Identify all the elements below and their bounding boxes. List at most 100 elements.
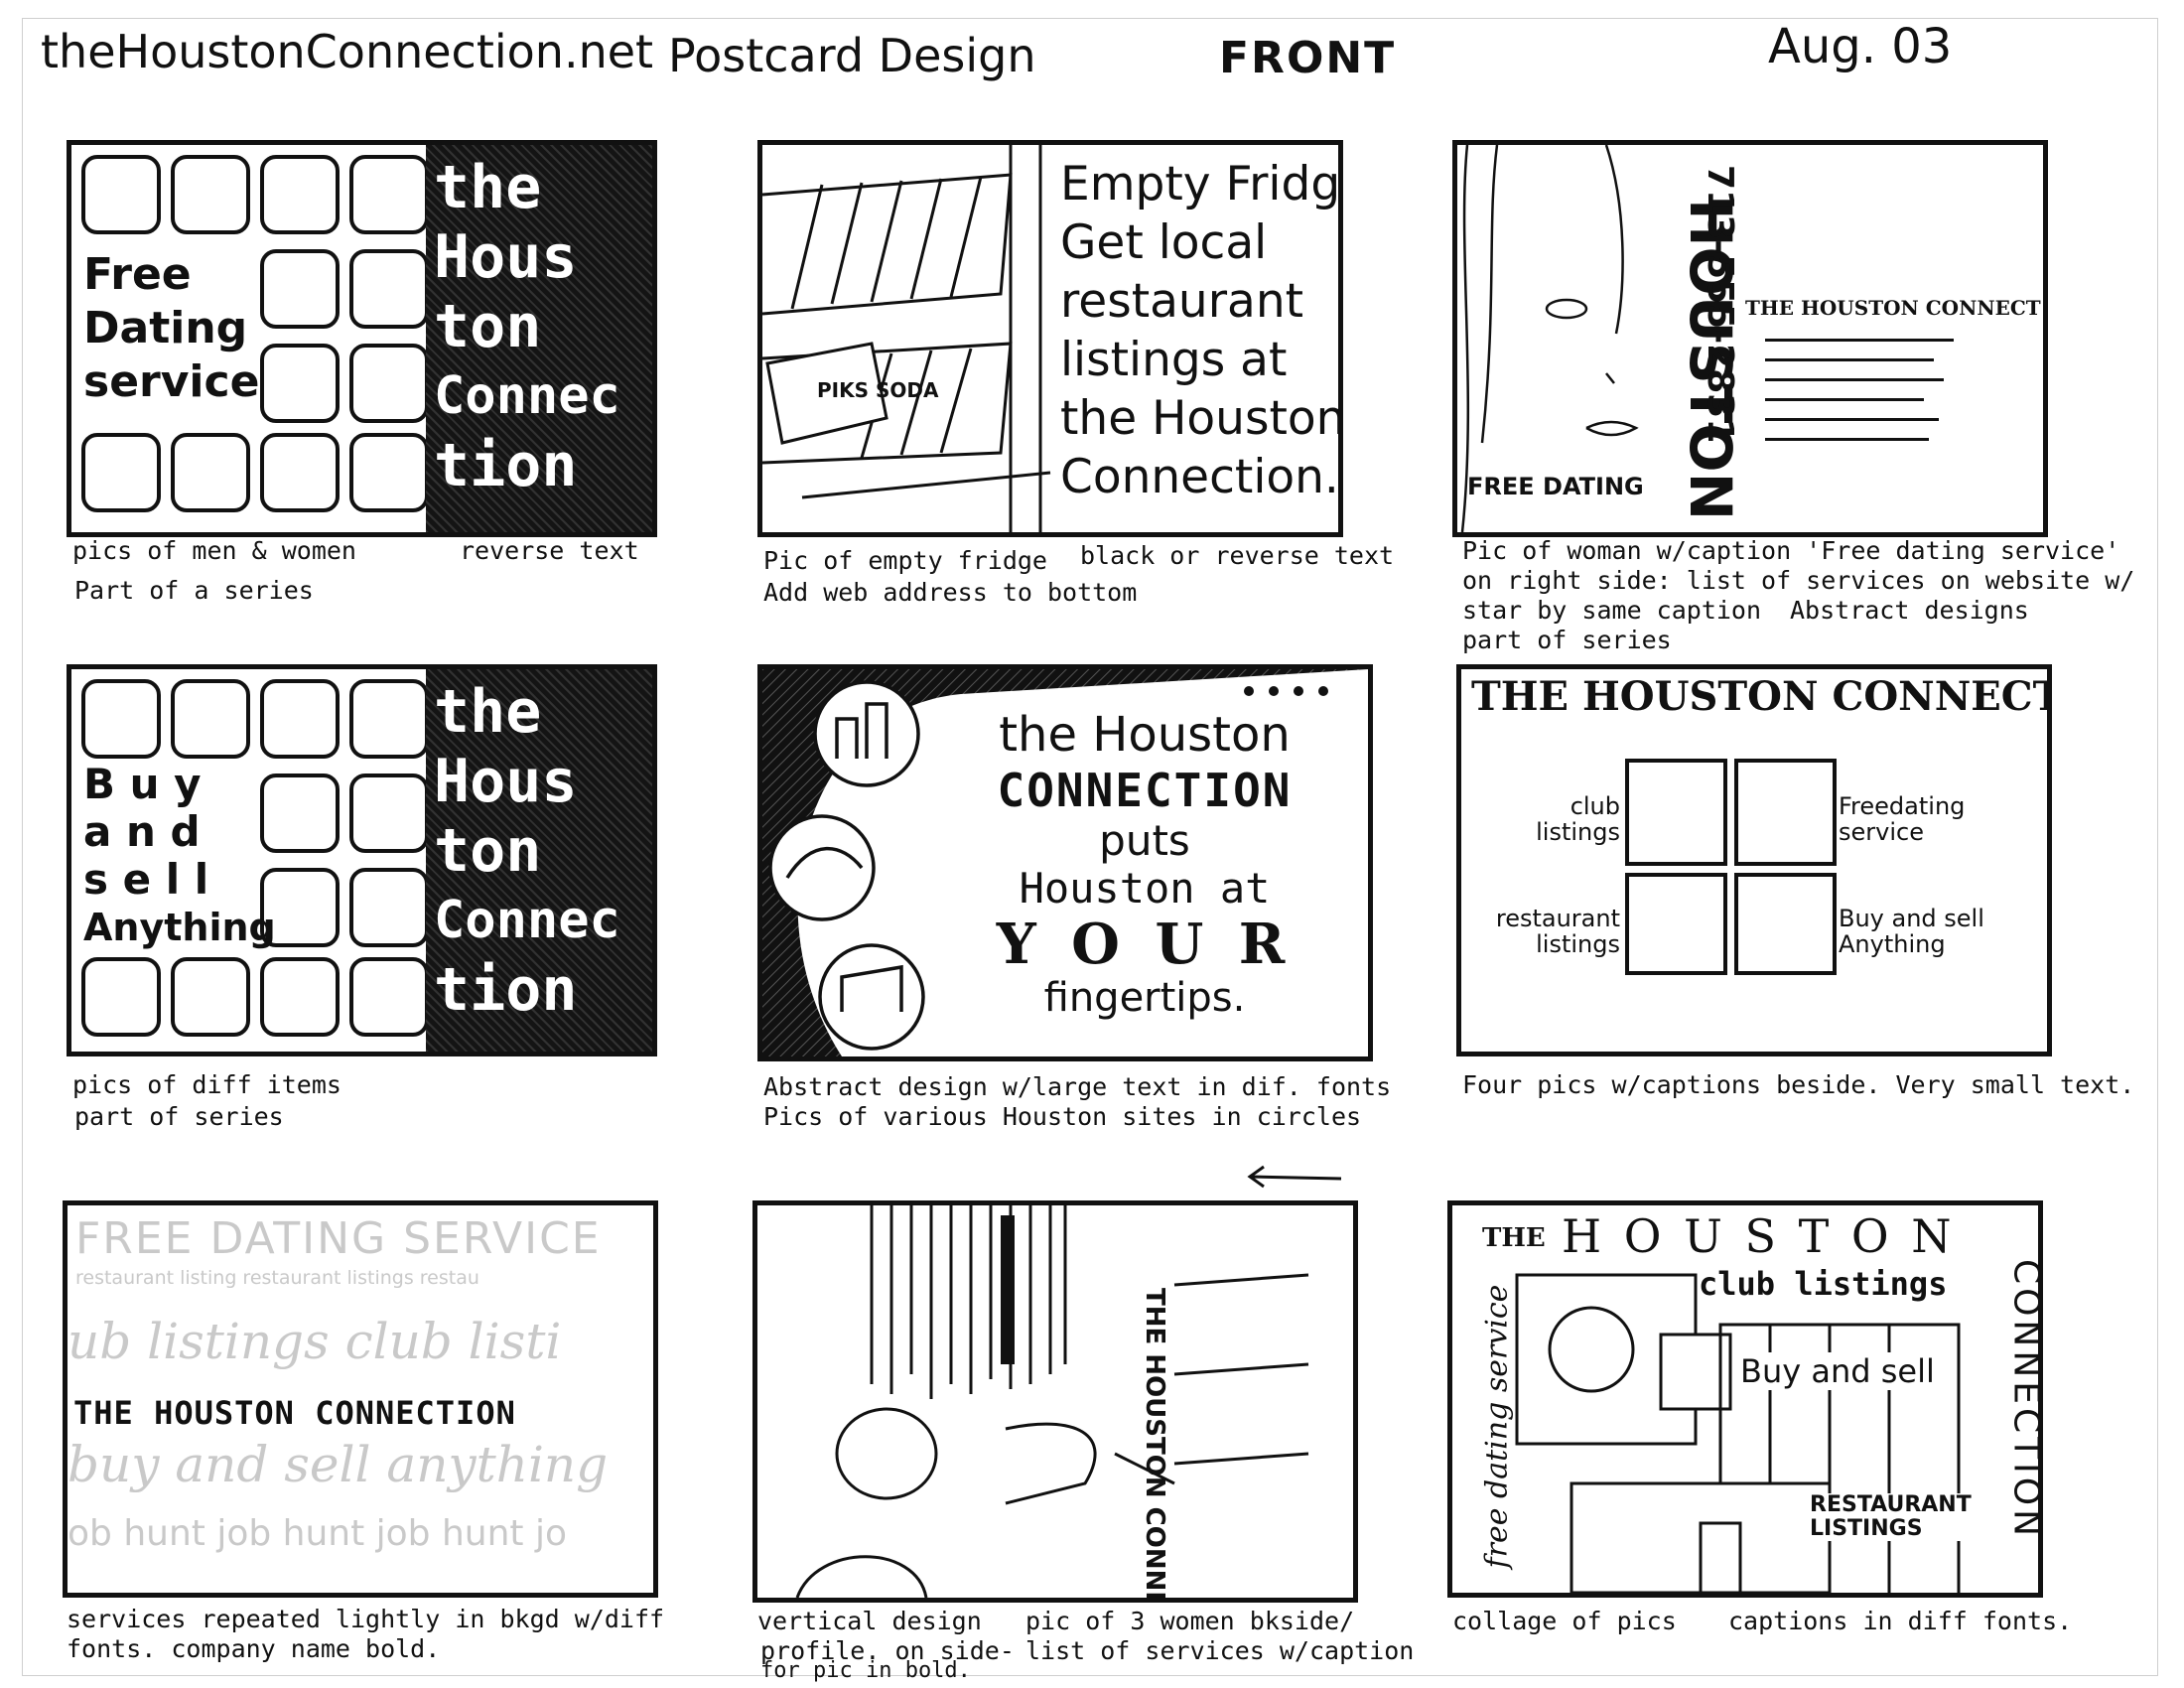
connect-heading: THE HOUSTON CONNECT — [1745, 296, 2041, 320]
sketch-3-caption-d: Abstract designs — [1790, 596, 2029, 625]
face-icon — [349, 155, 429, 234]
sketch-4-headline: B u y a n d s e l l Anything — [83, 760, 276, 950]
clock-icon — [81, 679, 161, 759]
club-listings-icon — [1625, 759, 1727, 866]
sketch-8-caption-a: vertical design — [757, 1607, 982, 1635]
woman-face-icon — [1734, 759, 1837, 866]
sketch-8-caption-c: profile. on side- — [760, 1636, 1015, 1665]
free-dating-label: FREE DATING — [1467, 473, 1644, 500]
sketch-9-frame: THE H O U S T O N club listings CONNECTI… — [1447, 1200, 2043, 1598]
sketch-1-caption-a: pics of men & women — [72, 536, 356, 565]
pants-icon — [260, 868, 340, 947]
bg-text-restaurant: restaurant listing restaurant listings r… — [75, 1267, 479, 1289]
sketch-5-caption-b: Pics of various Houston sites in circles — [763, 1102, 1362, 1131]
face-icon — [349, 249, 429, 329]
sketch-1-caption-c: Part of a series — [74, 576, 314, 605]
face-icon — [260, 249, 340, 329]
pants-icon — [171, 957, 250, 1037]
sketch-1-headline: Free Dating service — [83, 249, 260, 407]
sketch-9-caption-a: collage of pics — [1452, 1607, 1677, 1635]
sheet-side: FRONT — [1219, 33, 1397, 83]
sketch-3-caption-e: part of series — [1462, 626, 1672, 654]
club-listings-label: club listings — [1699, 1265, 1948, 1303]
sketch-1-frame: Free Dating service the Hous ton Connec … — [67, 140, 657, 537]
connection-vertical: CONNECTION — [2005, 1258, 2043, 1541]
sketch-5-text-block: the Houston CONNECTION puts Houston at Y… — [996, 707, 1294, 1021]
arrow-left-icon — [1246, 1165, 1345, 1193]
empty-fridge-drawing — [762, 145, 1051, 532]
lamp-icon — [349, 868, 429, 947]
clock-icon — [349, 774, 429, 853]
sketch-3-caption-c: star by same caption — [1462, 596, 1762, 625]
face-icon — [349, 433, 429, 512]
face-icon — [349, 344, 429, 423]
buy-sell-label: Buy and sell — [1740, 1352, 1935, 1390]
face-icon — [171, 155, 250, 234]
phone-number: 713-555-2831 — [1700, 165, 1740, 444]
sketch-6-caption: Four pics w/captions beside. Very small … — [1462, 1070, 2135, 1099]
face-icon — [260, 155, 340, 234]
tv-icon — [81, 957, 161, 1037]
sketch-8-caption-b: pic of 3 women bkside/ — [1025, 1607, 1355, 1635]
lamp-icon — [1734, 873, 1837, 975]
sketch-6-title: THE HOUSTON CONNECTION — [1471, 673, 2047, 720]
sketch-4-frame: B u y a n d s e l l Anything the Hous to… — [67, 664, 657, 1056]
bg-text-job: ob hunt job hunt job hunt jo — [68, 1513, 568, 1554]
bg-text-dating: FREE DATING SERVICE — [75, 1213, 602, 1264]
lamp-icon — [171, 679, 250, 759]
reverse-text-panel: the Hous ton Connec tion — [426, 669, 652, 1052]
vertical-company-name: THE HOUSTON CONNECTION — [1140, 1288, 1169, 1603]
face-icon — [260, 433, 340, 512]
restaurant-icon — [1625, 873, 1727, 975]
radio-icon — [260, 957, 340, 1037]
reverse-text-panel: the Hous ton Connec tion — [426, 145, 652, 532]
face-icon — [260, 344, 340, 423]
site-address: theHoustonConnection.net — [41, 25, 654, 78]
sheet-date: Aug. 03 — [1768, 19, 1953, 74]
woman-portrait — [1460, 145, 1639, 532]
face-icon — [81, 433, 161, 512]
sketch-2-caption-c: Add web address to bottom — [763, 578, 1138, 607]
sketch-8-caption-d: list of services w/caption — [1025, 1636, 1415, 1665]
company-name-bold: THE HOUSTON CONNECTION — [73, 1394, 516, 1432]
soda-label: PIKS SODA — [817, 378, 939, 402]
sketch-sheet: theHoustonConnection.net Postcard Design… — [22, 18, 2158, 1683]
sketch-3-frame: HOUSTON 713-555-2831 THE HOUSTON CONNECT… — [1452, 140, 2048, 537]
women-profile-drawing — [795, 1205, 1309, 1598]
free-dating-vertical: free dating service — [1479, 1284, 1515, 1569]
sketch-3-caption-a: Pic of woman w/caption 'Free dating serv… — [1462, 536, 2120, 565]
sketch-4-caption-a: pics of diff items — [72, 1070, 341, 1099]
restaurant-listings-label: RESTAURANT LISTINGS — [1810, 1492, 1972, 1541]
sheet-title: Postcard Design — [668, 29, 1036, 82]
sketch-2-caption-a: Pic of empty fridge — [763, 546, 1047, 575]
sketch-8-frame: THE HOUSTON CONNECTION — [752, 1200, 1358, 1603]
face-icon — [81, 155, 161, 234]
abstract-hatched-background — [762, 669, 1368, 1056]
shirt-icon — [349, 957, 429, 1037]
sketch-3-caption-b: on right side: list of services on websi… — [1462, 566, 2135, 595]
collage-drawing — [1515, 1273, 1961, 1593]
sketch-8-caption-e: for pic in bold. — [760, 1658, 971, 1683]
sketch-5-caption-a: Abstract design w/large text in dif. fon… — [763, 1072, 1392, 1101]
sketch-5-frame: the Houston CONNECTION puts Houston at Y… — [757, 664, 1373, 1061]
sketch-7-caption-a: services repeated lightly in bkgd w/diff — [67, 1605, 665, 1633]
sketch-1-caption-b: reverse text — [460, 536, 639, 565]
tv-icon — [260, 679, 340, 759]
sketch-2-frame: PIKS SODA Empty Fridge? Get local restau… — [757, 140, 1343, 537]
sketch-2-caption-b: black or reverse text — [1080, 541, 1395, 570]
bicycle-icon — [349, 679, 429, 759]
sketch-9-caption-b: captions in diff fonts. — [1728, 1607, 2073, 1635]
sketch-4-caption-b: part of series — [74, 1102, 284, 1131]
bg-text-club: ub listings club listi — [68, 1313, 562, 1370]
sketch-2-text-block: Empty Fridge? Get local restaurant listi… — [1060, 157, 1343, 504]
bg-text-buy: buy and sell anything — [68, 1436, 609, 1493]
sketch-7-frame: FREE DATING SERVICE restaurant listing r… — [63, 1200, 658, 1598]
sketch-7-caption-b: fonts. company name bold. — [67, 1634, 441, 1663]
face-icon — [171, 433, 250, 512]
the-label: THE — [1482, 1223, 1546, 1253]
shirt-icon — [260, 774, 340, 853]
